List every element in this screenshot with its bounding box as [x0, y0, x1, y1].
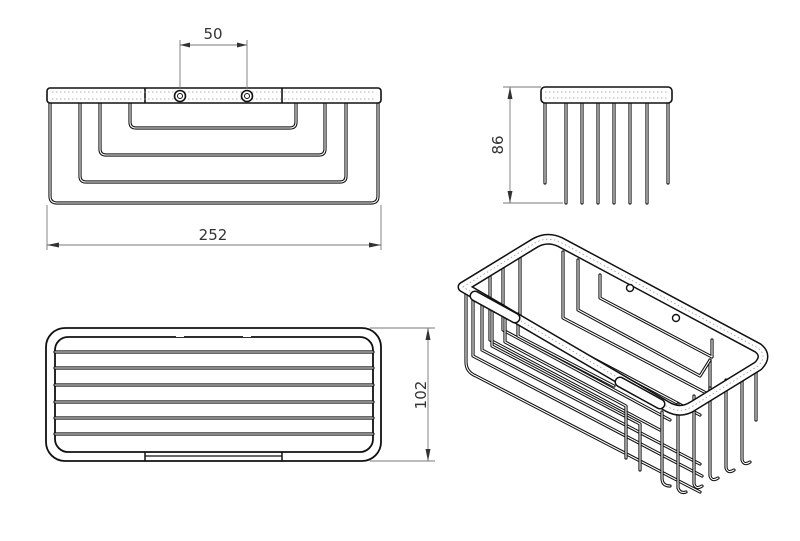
front-view	[46, 87, 382, 205]
wire-highlight	[725, 379, 735, 473]
dimension-label: 50	[203, 25, 222, 43]
screw-icon	[625, 283, 635, 293]
top-rail	[46, 87, 382, 104]
wire-highlight	[99, 102, 326, 156]
wire-highlight	[661, 411, 671, 487]
screw-icon	[671, 313, 681, 323]
wire-highlight	[677, 403, 687, 494]
wire-highlight	[502, 261, 671, 421]
isometric-view	[457, 233, 769, 495]
screw-icon	[240, 89, 254, 103]
wire	[128, 101, 298, 130]
wire-highlight	[504, 307, 627, 459]
screw-icon	[173, 89, 187, 103]
wire	[676, 402, 688, 495]
dimension-label: 252	[199, 226, 228, 244]
wire	[576, 258, 712, 378]
wire-highlight	[465, 289, 701, 493]
dimension-86: 86	[489, 86, 563, 204]
wire-highlight	[709, 387, 719, 481]
wire-highlight	[562, 251, 711, 396]
wire-highlight	[129, 102, 297, 129]
dimension-102: 102	[370, 327, 435, 462]
wire-highlight	[489, 269, 661, 431]
dimension-252: 252	[46, 205, 382, 250]
dimension-label: 86	[489, 135, 507, 154]
wire-highlight	[79, 102, 347, 183]
wire-highlight	[693, 395, 703, 489]
side-view	[540, 86, 673, 205]
dimension-label: 102	[412, 381, 430, 410]
wire-highlight	[599, 274, 713, 358]
dimension-50: 50	[179, 25, 248, 89]
bottom-view	[45, 327, 382, 462]
wire-highlight	[577, 259, 711, 377]
wire-highlight	[741, 371, 751, 465]
wire-highlight	[491, 301, 641, 471]
wire	[708, 386, 720, 482]
wire	[78, 101, 348, 184]
wire-highlight	[49, 102, 379, 204]
wire	[724, 378, 736, 474]
wire	[740, 370, 752, 466]
